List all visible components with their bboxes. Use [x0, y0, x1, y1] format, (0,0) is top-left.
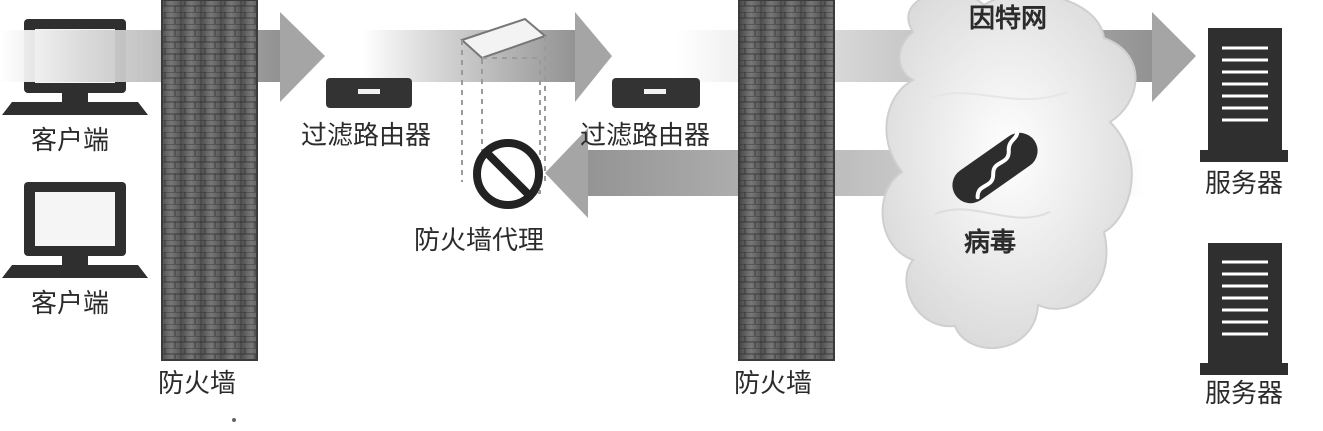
small-dot	[232, 418, 236, 422]
virus-icon	[952, 128, 1038, 204]
client-top-label: 客户端	[31, 126, 110, 156]
client-computer-bottom-icon	[2, 182, 148, 278]
server-bottom-label: 服务器	[1205, 379, 1284, 409]
firewall-left-icon	[161, 0, 258, 361]
internet-label: 因特网	[969, 4, 1048, 34]
virus-label: 病毒	[964, 228, 1017, 258]
filter-router-left-label: 过滤路由器	[301, 121, 432, 151]
filter-router-right-label: 过滤路由器	[580, 121, 711, 151]
firewall-proxy-icon	[460, 17, 547, 209]
filter-router-right-icon	[612, 78, 700, 108]
firewall-proxy-label: 防火墙代理	[414, 226, 545, 256]
firewall-right-label: 防火墙	[734, 369, 813, 399]
server-bottom-icon	[1200, 243, 1288, 375]
filter-router-left-icon	[326, 78, 412, 108]
client-bottom-label: 客户端	[31, 289, 110, 319]
server-top-icon	[1200, 28, 1288, 162]
firewall-left-label: 防火墙	[158, 369, 237, 399]
firewall-right-icon	[738, 0, 835, 361]
server-top-label: 服务器	[1205, 169, 1284, 199]
